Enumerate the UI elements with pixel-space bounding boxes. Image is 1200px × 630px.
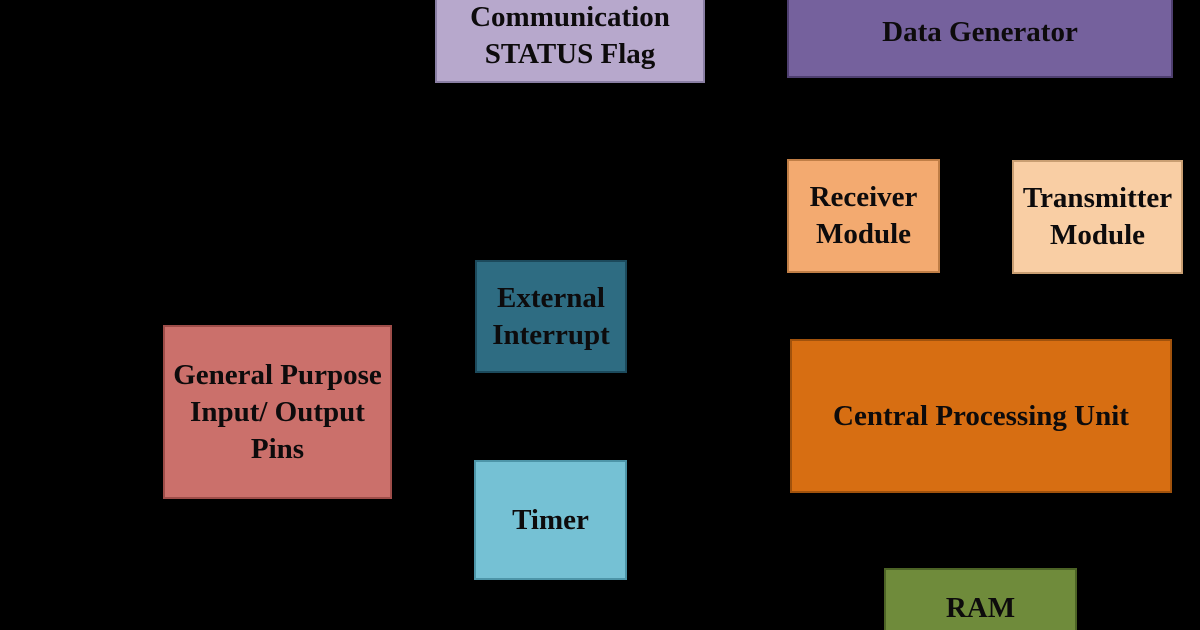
block-label-line: External bbox=[497, 281, 605, 314]
block-central-processing-unit: Central Processing Unit bbox=[790, 339, 1172, 493]
block-ram: RAM bbox=[884, 568, 1077, 630]
block-timer: Timer bbox=[474, 460, 627, 580]
block-label-line: Receiver bbox=[809, 181, 918, 213]
block-label-line: Module bbox=[1049, 219, 1146, 251]
block-label-line: Timer bbox=[512, 503, 589, 536]
block-label-line: Module bbox=[815, 218, 912, 250]
block-label-line: Communication bbox=[470, 0, 670, 33]
block-label-line: Pins bbox=[250, 432, 305, 465]
block-data-generator: Data Generator bbox=[787, 0, 1173, 78]
block-label-line: STATUS Flag bbox=[484, 37, 656, 70]
block-label-line: Transmitter bbox=[1022, 182, 1173, 214]
block-label-line: RAM bbox=[945, 591, 1016, 624]
block-label-line: Data Generator bbox=[882, 15, 1078, 48]
block-label-line: Input/ Output bbox=[190, 395, 365, 428]
block-label-line: Central Processing Unit bbox=[833, 399, 1129, 432]
block-label-line: General Purpose bbox=[173, 358, 382, 391]
block-label-line: Interrupt bbox=[492, 318, 610, 351]
